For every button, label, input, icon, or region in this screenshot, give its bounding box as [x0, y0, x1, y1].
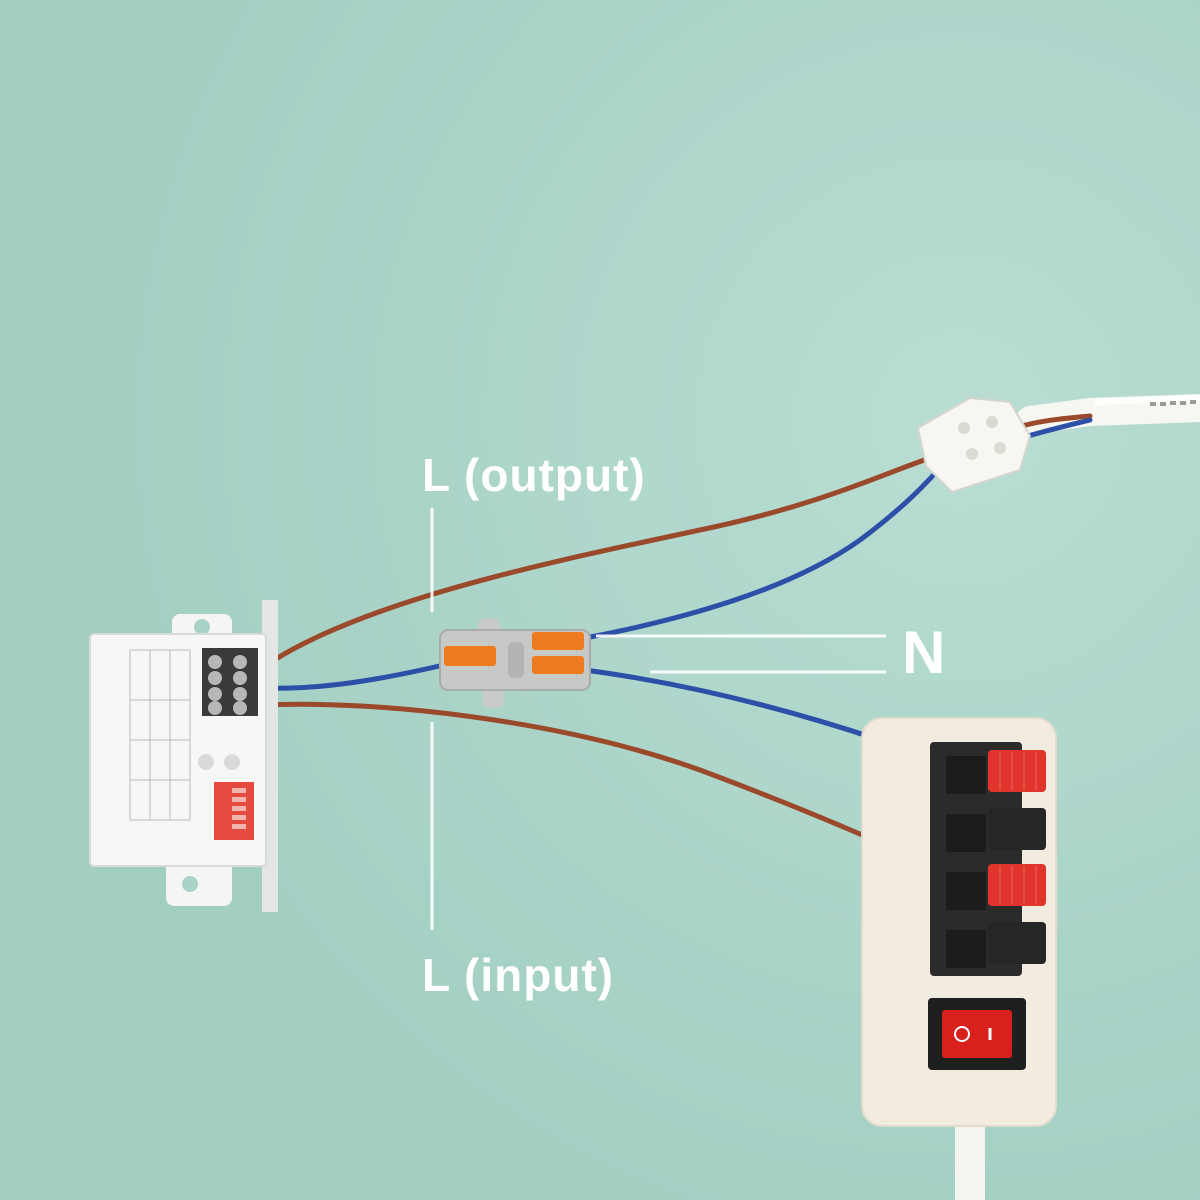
guide-lines — [430, 508, 886, 930]
lever-wire-connector-icon — [439, 618, 591, 708]
spring-terminal-box-icon — [861, 717, 1057, 1200]
live-output-label: L (output) — [422, 449, 646, 501]
screw-terminal-block-icon — [916, 396, 1032, 494]
power-cable-icon — [1016, 394, 1200, 434]
rocker-switch-icon — [928, 998, 1026, 1070]
microwave-sensor-switch-icon — [89, 600, 278, 912]
live-output-wire — [259, 455, 933, 671]
live-input-label: L (input) — [422, 949, 615, 1001]
neutral-output-wire — [582, 467, 941, 641]
neutral-sensor-wire — [259, 661, 451, 691]
neutral-label: N — [902, 619, 947, 686]
